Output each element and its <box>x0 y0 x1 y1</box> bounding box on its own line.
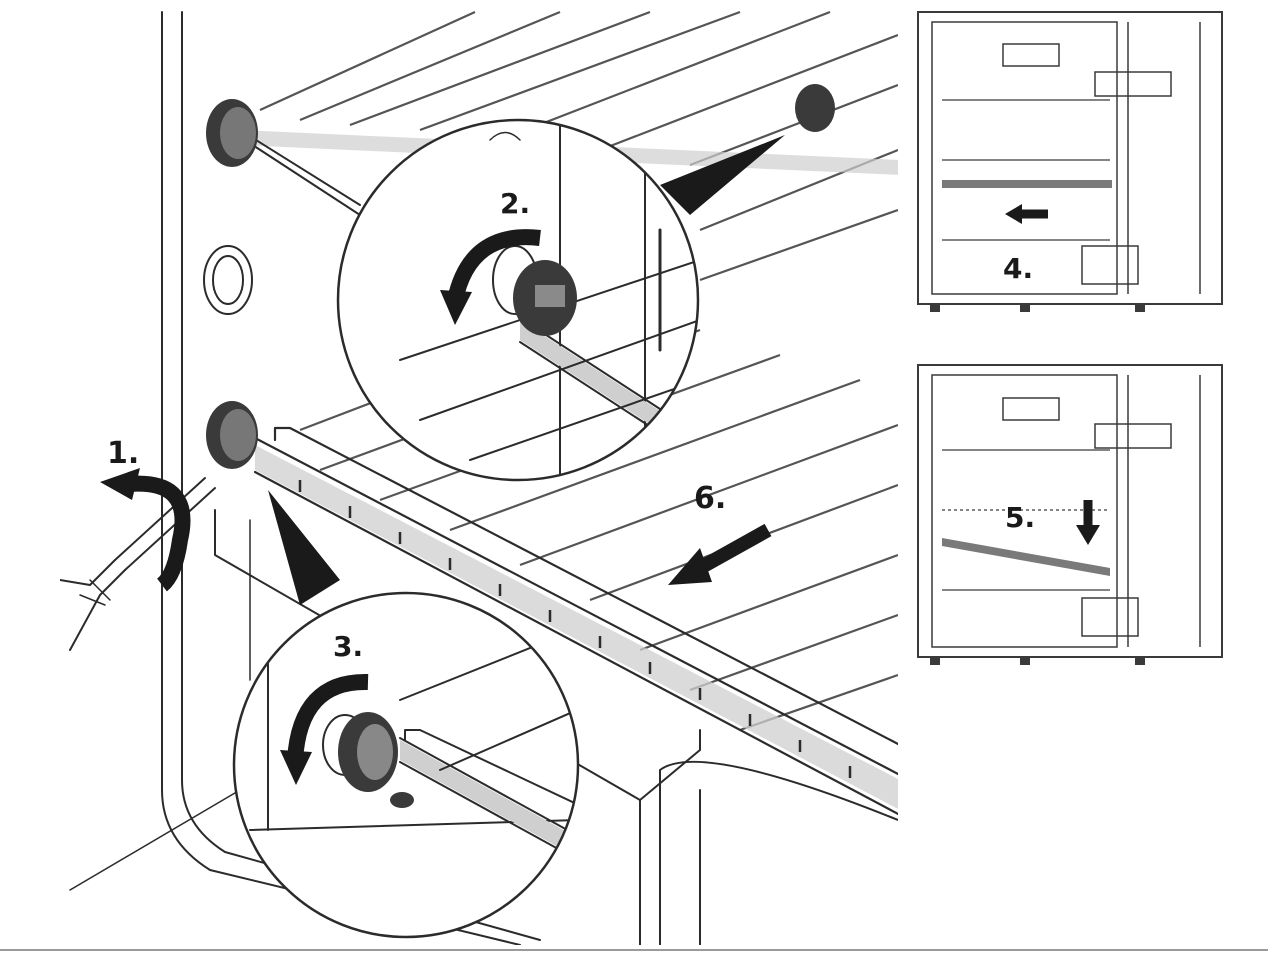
thumbnail-step-4 <box>917 11 1223 312</box>
step-5-label: 5. <box>1005 501 1035 534</box>
step-2-label: 2. <box>500 187 530 220</box>
straight-arrow-icon <box>696 523 772 575</box>
shelf-clip-icon <box>206 84 835 469</box>
main-scene <box>60 10 898 945</box>
screwdriver-icon <box>60 477 216 651</box>
step-3-label: 3. <box>333 630 363 663</box>
step-1-label: 1. <box>107 436 139 471</box>
crisper-block <box>214 509 898 945</box>
step-6-label: 6. <box>694 481 726 516</box>
curved-arrow-icon <box>118 475 191 592</box>
step-4-label: 4. <box>1003 252 1033 285</box>
thumbnail-step-5 <box>917 364 1223 665</box>
magnifier-step-2 <box>336 118 700 482</box>
magnifier-step-3 <box>232 591 580 939</box>
